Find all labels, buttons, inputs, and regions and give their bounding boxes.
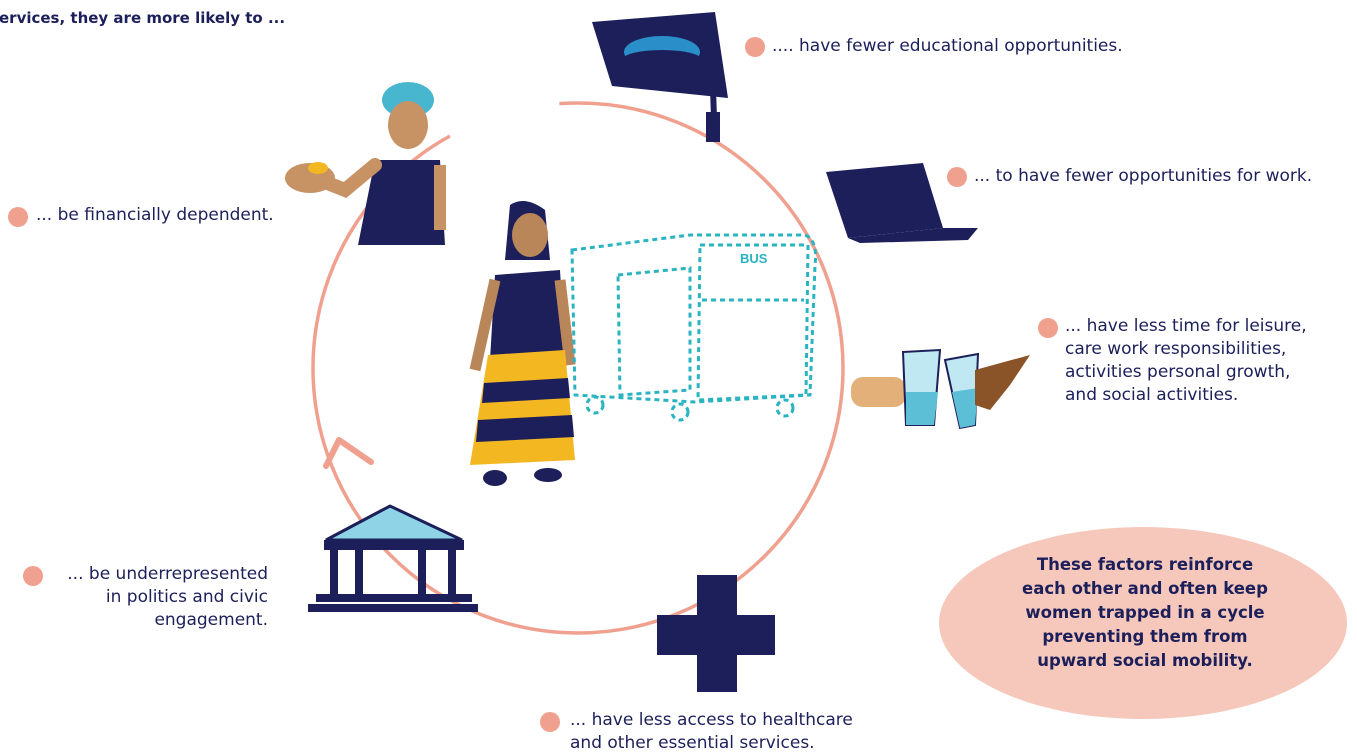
summary-bubble — [939, 527, 1347, 719]
bullet-dot — [745, 37, 765, 57]
government-building-icon — [308, 504, 478, 612]
outcome-financial: ... be financially dependent. — [36, 205, 274, 225]
outcome-work: ... to have fewer opportunities for work… — [974, 166, 1313, 186]
cycle-arrow-icon — [323, 437, 374, 469]
central-woman-icon — [469, 201, 576, 486]
bullet-dot — [540, 712, 560, 732]
outcome-healthcare: ... have less access to healthcare and o… — [570, 710, 853, 753]
outcome-education: .... have fewer educational opportunitie… — [772, 36, 1123, 56]
bullet-dot — [947, 167, 967, 187]
bus-sign: BUS — [740, 251, 768, 266]
cycle-ring — [311, 101, 845, 635]
outcome-politics: ... be underrepresented in politics and … — [67, 564, 268, 630]
intro-heading: ervices, they are more likely to ... — [0, 9, 286, 27]
bullet-dot — [8, 207, 28, 227]
outcome-leisure: ... have less time for leisure, care wor… — [1065, 316, 1307, 405]
bullet-dot — [1038, 318, 1058, 338]
health-cross-icon — [657, 575, 775, 692]
bullet-dot — [23, 566, 43, 586]
summary-text: These factors reinforce each other and o… — [1022, 555, 1268, 670]
woman-with-coin-icon — [285, 82, 446, 245]
toasting-glasses-icon — [851, 348, 1030, 430]
graduation-cap-icon — [592, 12, 728, 142]
laptop-icon — [826, 163, 978, 243]
bus-icon — [570, 233, 817, 422]
